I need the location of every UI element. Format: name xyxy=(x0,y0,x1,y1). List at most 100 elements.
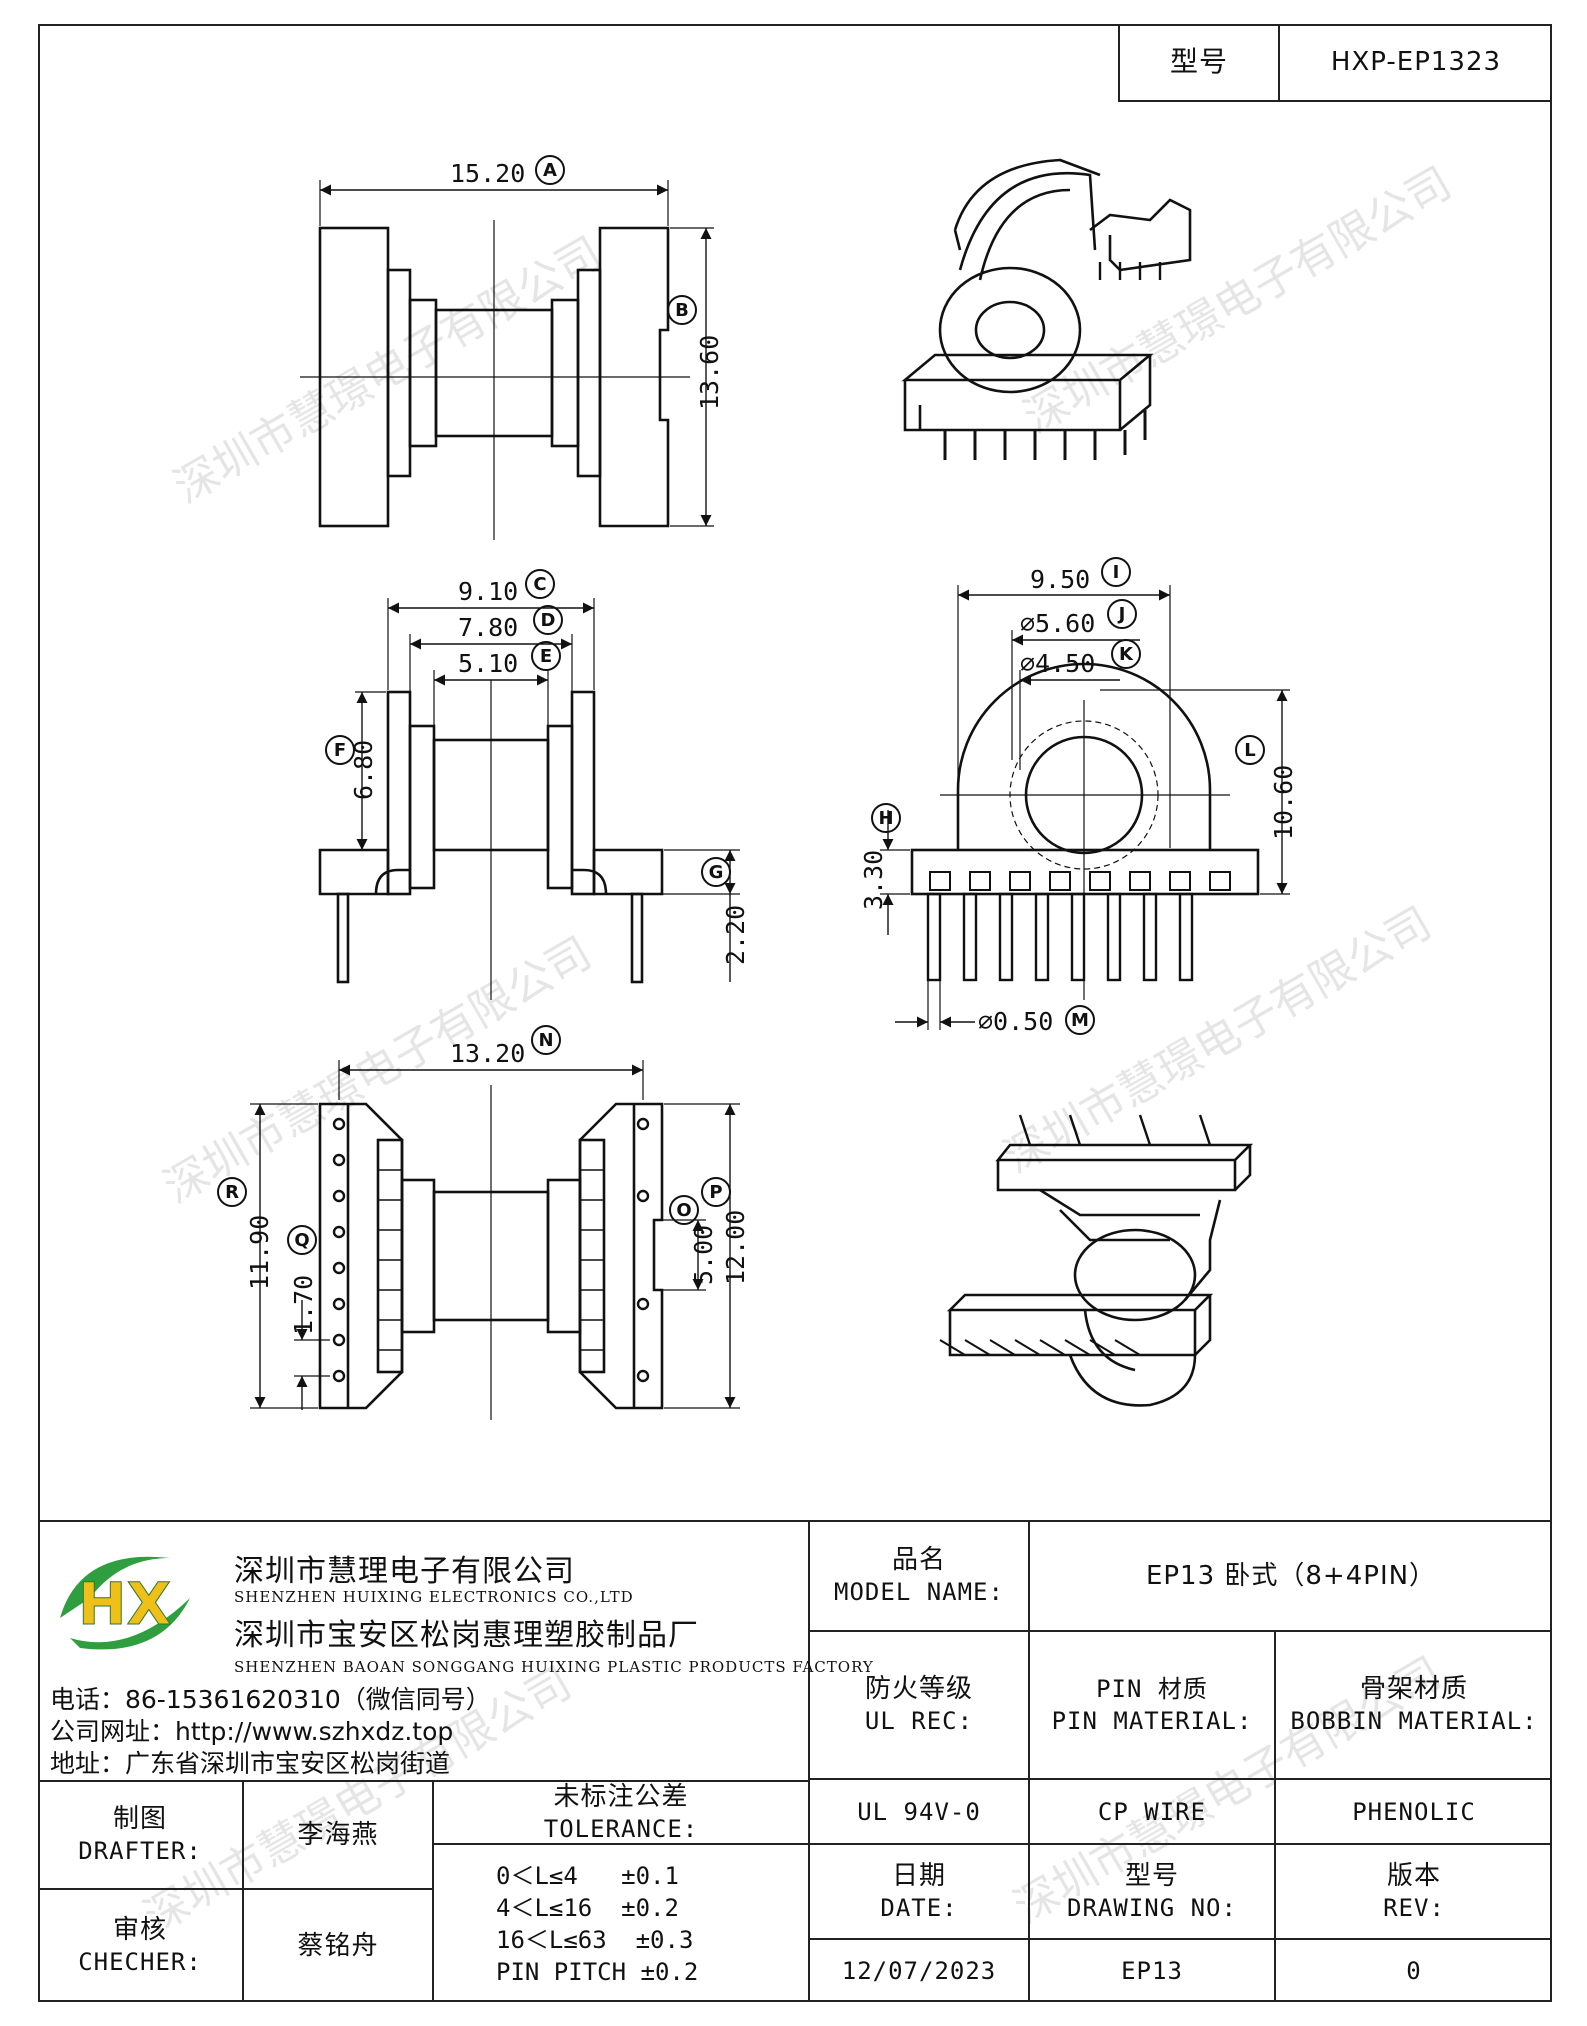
rev-value: 0 xyxy=(1406,1957,1422,1985)
dim-value-e: 5.10 xyxy=(458,649,518,678)
tolerance-table: 0＜L≤4 ±0.1 4＜L≤16 ±0.2 16＜L≤63 ±0.3 PIN … xyxy=(434,1845,808,2002)
svg-text:B: B xyxy=(675,300,689,321)
svg-text:M: M xyxy=(1071,1010,1089,1031)
divider xyxy=(432,1780,434,2002)
dim-value-b: 13.60 xyxy=(695,335,724,410)
dim-letter-b: B xyxy=(667,295,697,325)
company-name-en: SHENZHEN HUIXING ELECTRONICS CO.,LTD xyxy=(234,1588,634,1606)
divider xyxy=(432,1843,808,1845)
header-model-box: 型号 HXP-EP1323 xyxy=(1118,24,1552,102)
dim-letter-o: O xyxy=(669,1195,699,1225)
dim-letter-q: Q xyxy=(287,1225,317,1255)
front-view xyxy=(300,180,714,540)
dim-value-j: ⌀5.60 xyxy=(1020,609,1095,638)
header-model-value: HXP-EP1323 xyxy=(1330,47,1502,77)
svg-text:Q: Q xyxy=(294,1230,309,1251)
tolerance-row: PIN PITCH ±0.2 xyxy=(496,1957,699,1986)
tolerance-label: 未标注公差 TOLERANCE: xyxy=(543,1781,699,1843)
dim-letter-n: N xyxy=(531,1025,561,1055)
end-view xyxy=(880,585,1290,1030)
tolerance-row: 0＜L≤4 ±0.1 xyxy=(496,1861,679,1890)
rev-label: 版本 REV: xyxy=(1383,1860,1445,1922)
dim-letter-d: D xyxy=(533,605,563,635)
technical-drawing: 15.20 13.60 9.10 7.80 5.10 6.80 2.20 3.3… xyxy=(217,155,1298,1420)
dim-value-g: 2.20 xyxy=(721,905,750,965)
factory-name-en: SHENZHEN BAOAN SONGGANG HUIXING PLASTIC … xyxy=(234,1658,874,1676)
divider xyxy=(38,1520,1552,1522)
dim-letter-i: I xyxy=(1101,557,1131,587)
divider xyxy=(1274,1630,1276,2002)
dim-letter-a: A xyxy=(535,155,565,185)
date-label: 日期 DATE: xyxy=(880,1860,958,1922)
bobbin-material-value: PHENOLIC xyxy=(1352,1797,1476,1826)
svg-text:R: R xyxy=(225,1182,239,1203)
svg-text:N: N xyxy=(538,1030,553,1051)
date-value: 12/07/2023 xyxy=(841,1957,997,1985)
ul-rec-value: UL 94V-0 xyxy=(857,1797,981,1826)
company-logo: HX xyxy=(50,1538,200,1658)
dim-value-o: 5.00 xyxy=(689,1225,718,1285)
svg-text:J: J xyxy=(1117,604,1126,625)
divider xyxy=(38,1780,808,1782)
dim-letter-l: L xyxy=(1235,735,1265,765)
divider xyxy=(1028,1520,1030,2002)
svg-text:G: G xyxy=(709,862,724,883)
dim-letter-k: K xyxy=(1111,639,1141,669)
company-phone: 电话：86-15361620310（微信同号） xyxy=(50,1685,491,1714)
svg-text:F: F xyxy=(334,740,346,761)
dim-value-r: 11.90 xyxy=(245,1215,274,1290)
svg-text:K: K xyxy=(1119,644,1134,665)
dim-value-d: 7.80 xyxy=(458,613,518,642)
dim-letter-h: H xyxy=(871,803,901,833)
pin-material-label: PIN 材质 PIN MATERIAL: xyxy=(1051,1675,1253,1735)
dim-value-n: 13.20 xyxy=(450,1039,525,1068)
company-address: 地址：广东省深圳市宝安区松岗街道 xyxy=(50,1749,451,1778)
logo-text: HX xyxy=(78,1570,171,1638)
checker-label: 审核 CHECHER: xyxy=(78,1915,202,1976)
divider xyxy=(242,1780,244,2002)
factory-name-cn: 深圳市宝安区松岗惠理塑胶制品厂 xyxy=(234,1618,699,1653)
dim-letter-e: E xyxy=(531,641,561,671)
svg-text:H: H xyxy=(878,808,893,829)
dim-value-h: 3.30 xyxy=(859,850,888,910)
dim-value-i: 9.50 xyxy=(1030,565,1090,594)
svg-text:O: O xyxy=(676,1200,691,1221)
dim-letter-f: F xyxy=(325,735,355,765)
dim-value-m: ⌀0.50 xyxy=(978,1007,1053,1036)
checker-name: 蔡铭舟 xyxy=(297,1931,379,1961)
dim-value-p: 12.00 xyxy=(721,1210,750,1285)
dim-value-a: 15.20 xyxy=(450,159,525,188)
company-website: 公司网址：http://www.szhxdz.top xyxy=(50,1717,454,1746)
company-name-cn: 深圳市慧理电子有限公司 xyxy=(234,1554,575,1589)
dim-letter-p: P xyxy=(701,1177,731,1207)
header-model-label: 型号 xyxy=(1120,24,1280,100)
tolerance-row: 4＜L≤16 ±0.2 xyxy=(496,1893,679,1922)
ul-rec-label: 防火等级 UL REC: xyxy=(864,1674,974,1735)
divider xyxy=(808,1938,1552,1940)
dim-value-q: 1.70 xyxy=(289,1275,318,1335)
divider xyxy=(808,1778,1552,1780)
drawing-no-value: EP13 xyxy=(1121,1957,1183,1985)
drafter-name: 李海燕 xyxy=(297,1820,379,1850)
drawing-no-label: 型号 DRAWING NO: xyxy=(1067,1860,1237,1922)
dim-letter-j: J xyxy=(1107,599,1137,629)
isometric-view-bottom xyxy=(939,1114,1254,1407)
isometric-view-top xyxy=(901,158,1192,460)
svg-text:D: D xyxy=(541,610,556,631)
dim-letter-m: M xyxy=(1065,1005,1095,1035)
logo-swoosh-icon: HX xyxy=(60,1556,190,1650)
svg-text:E: E xyxy=(540,646,552,667)
bottom-view xyxy=(250,1060,740,1420)
dim-value-k: ⌀4.50 xyxy=(1020,649,1095,678)
model-name-value: EP13 卧式（8+4PIN） xyxy=(1145,1561,1437,1591)
dim-letter-g: G xyxy=(701,857,731,887)
pin-material-value: CP WIRE xyxy=(1097,1797,1207,1826)
dim-letter-r: R xyxy=(217,1177,247,1207)
divider xyxy=(808,1843,1552,1845)
svg-text:A: A xyxy=(543,160,557,181)
svg-text:L: L xyxy=(1244,740,1255,761)
svg-text:I: I xyxy=(1113,562,1120,583)
drawing-sheet xyxy=(38,24,1552,2002)
divider xyxy=(808,1630,1552,1632)
svg-text:C: C xyxy=(533,574,546,595)
